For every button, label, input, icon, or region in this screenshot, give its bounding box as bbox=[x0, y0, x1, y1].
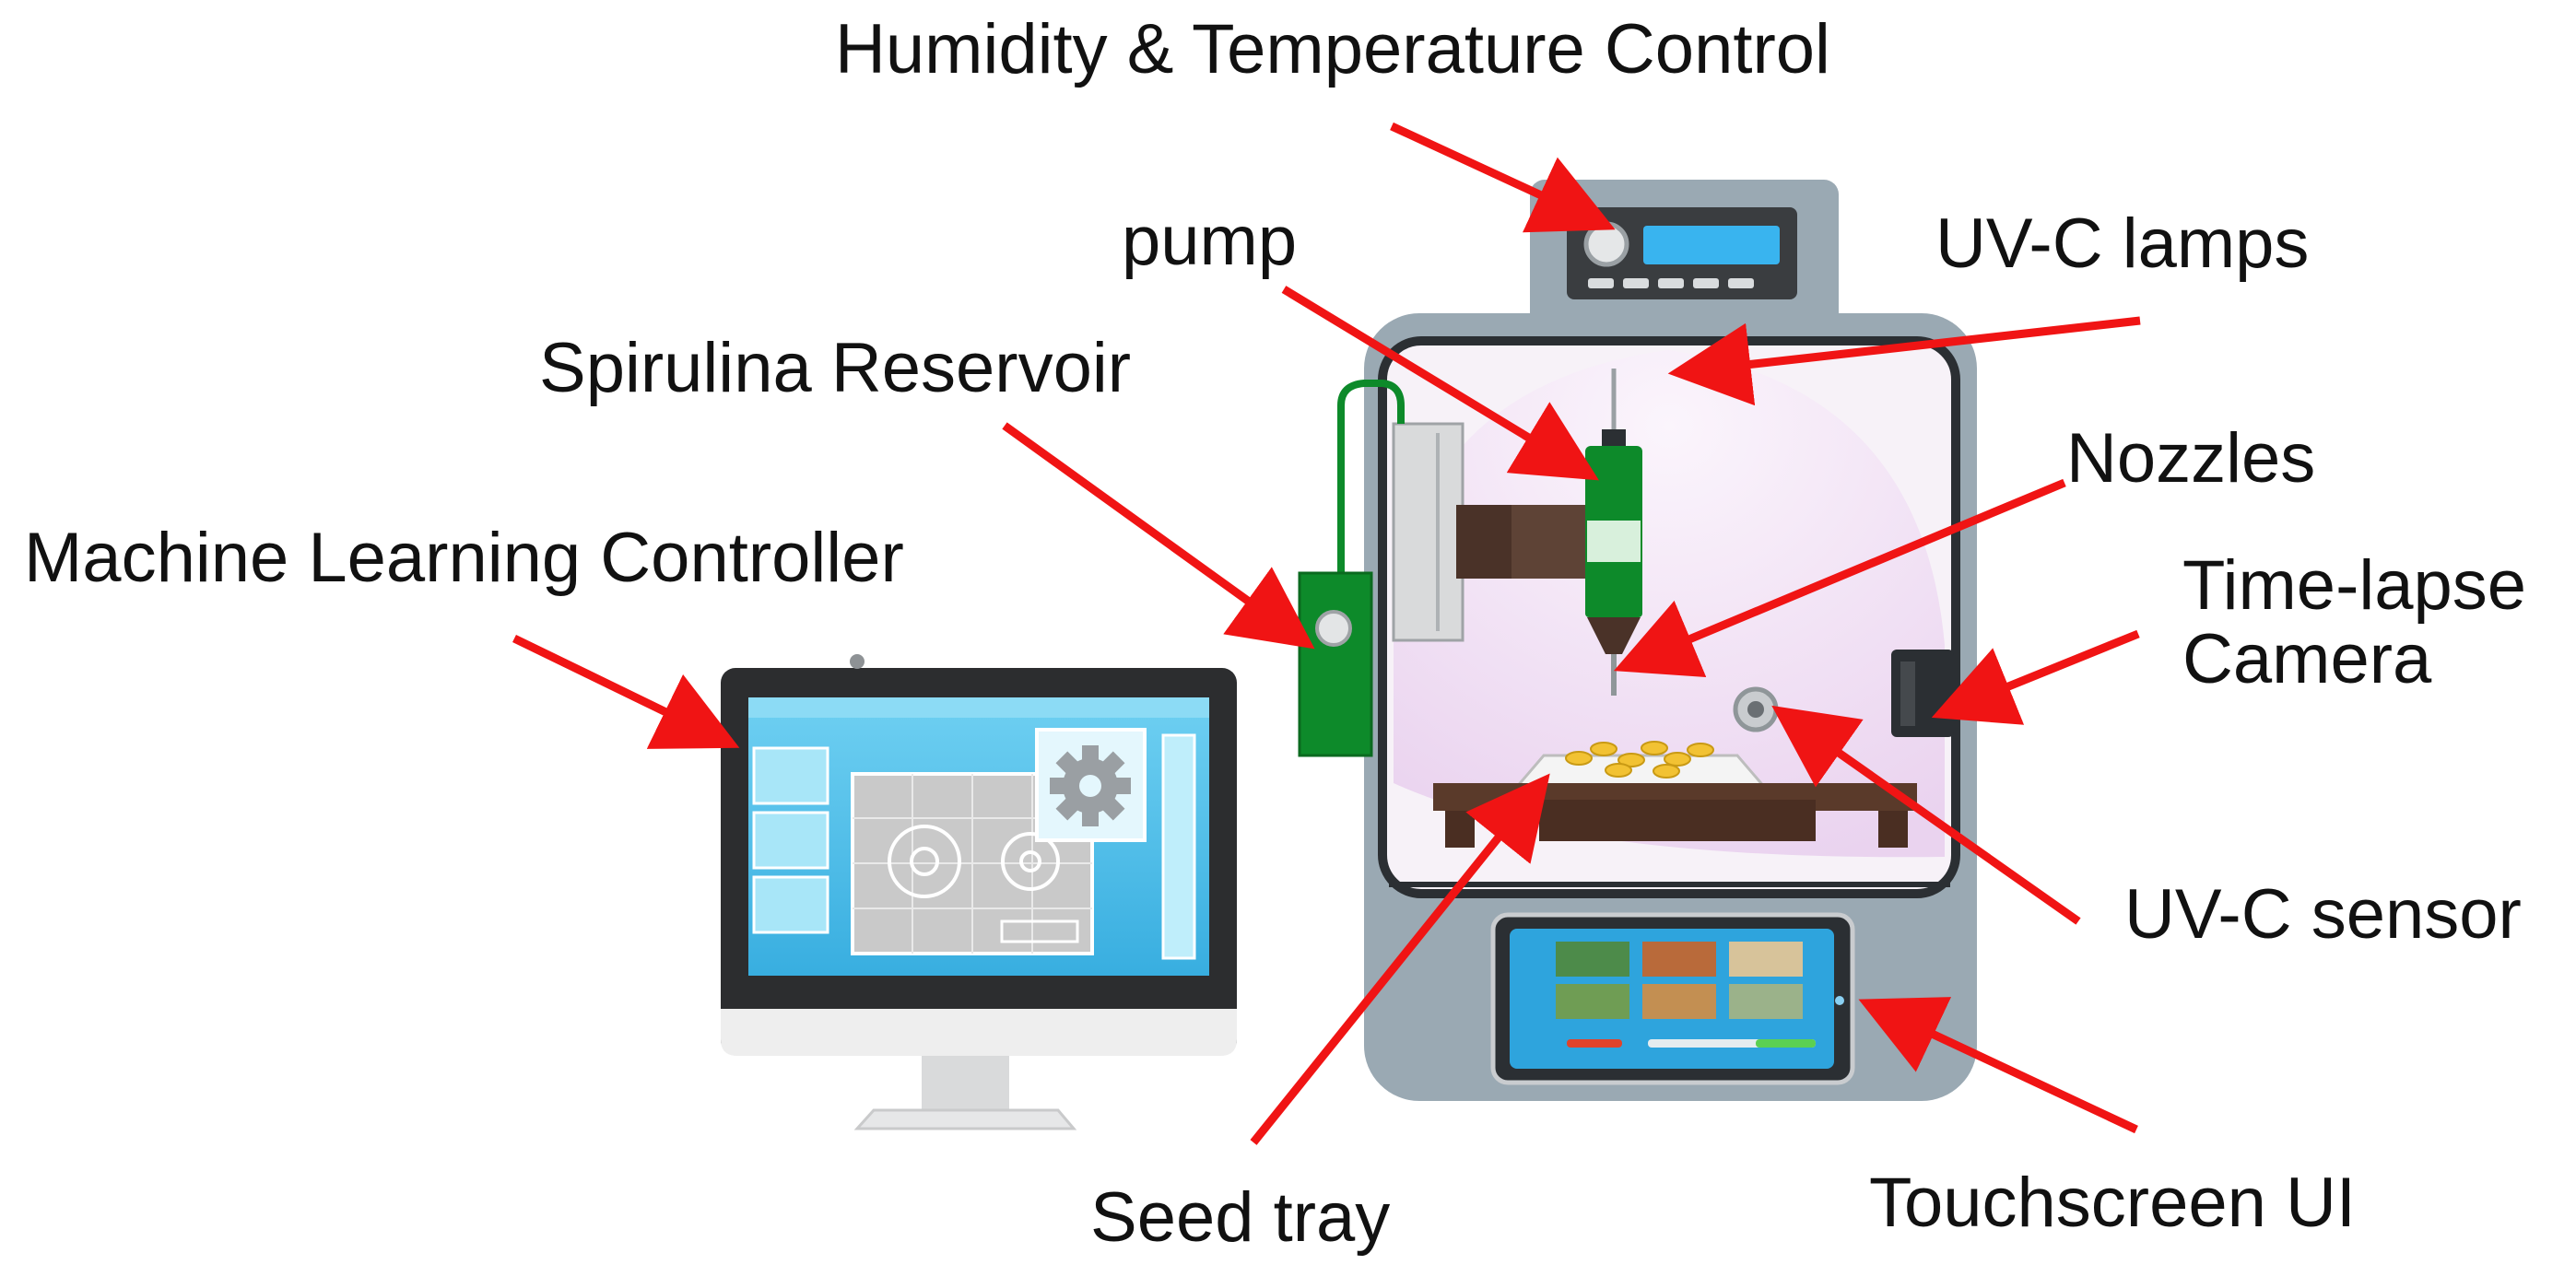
touchscreen-tiles bbox=[1556, 942, 1803, 1019]
arrow-humidity bbox=[1390, 122, 1616, 233]
monitor-webcam bbox=[850, 654, 865, 669]
label-humidity-control: Humidity & Temperature Control bbox=[835, 10, 1830, 88]
label-touchscreen-ui: Touchscreen UI bbox=[1869, 1164, 2357, 1242]
arrow-timelapse bbox=[1931, 629, 2140, 725]
seeds bbox=[1565, 741, 1714, 779]
label-pump: pump bbox=[1122, 202, 1298, 280]
ml-controller-monitor bbox=[721, 654, 1237, 1130]
label-uvc-sensor: UV-C sensor bbox=[2124, 875, 2522, 954]
arrow-pump bbox=[1281, 286, 1599, 481]
monitor-stand-neck bbox=[922, 1050, 1009, 1115]
label-nozzles: Nozzles bbox=[2066, 419, 2316, 498]
control-lcd bbox=[1643, 226, 1780, 264]
arrow-touchscreen bbox=[1858, 997, 2138, 1134]
arrow-uvc-sensor bbox=[1771, 705, 2081, 925]
label-uvc-lamps: UV-C lamps bbox=[1935, 205, 2310, 283]
arrow-uvc-lamps bbox=[1667, 316, 2141, 406]
label-timelapse-line1: Time-lapse bbox=[2182, 546, 2527, 625]
label-seed-tray: Seed tray bbox=[1090, 1178, 1391, 1257]
arrow-spirulina bbox=[1002, 422, 1315, 650]
gear-icon bbox=[1050, 745, 1131, 826]
arrow-nozzles bbox=[1613, 478, 2066, 677]
pump-hose bbox=[1337, 380, 1405, 590]
arrow-seed-tray bbox=[1250, 773, 1550, 1145]
control-knob-icon bbox=[1583, 221, 1629, 267]
arrow-ml-controller bbox=[512, 634, 740, 749]
monitor-chin bbox=[721, 1009, 1237, 1056]
callout-arrows bbox=[512, 122, 2141, 1145]
label-ml-controller: Machine Learning Controller bbox=[24, 519, 904, 597]
label-timelapse-camera: Time-lapse Camera bbox=[2182, 549, 2576, 697]
blueprint-gear-icon bbox=[888, 825, 1060, 898]
label-spirulina-reservoir: Spirulina Reservoir bbox=[539, 329, 1132, 407]
monitor-stand-base bbox=[853, 1108, 1077, 1130]
label-timelapse-line2: Camera bbox=[2182, 619, 2432, 698]
gantry-rail bbox=[1392, 422, 1464, 642]
spirulina-reservoir bbox=[1298, 571, 1373, 757]
